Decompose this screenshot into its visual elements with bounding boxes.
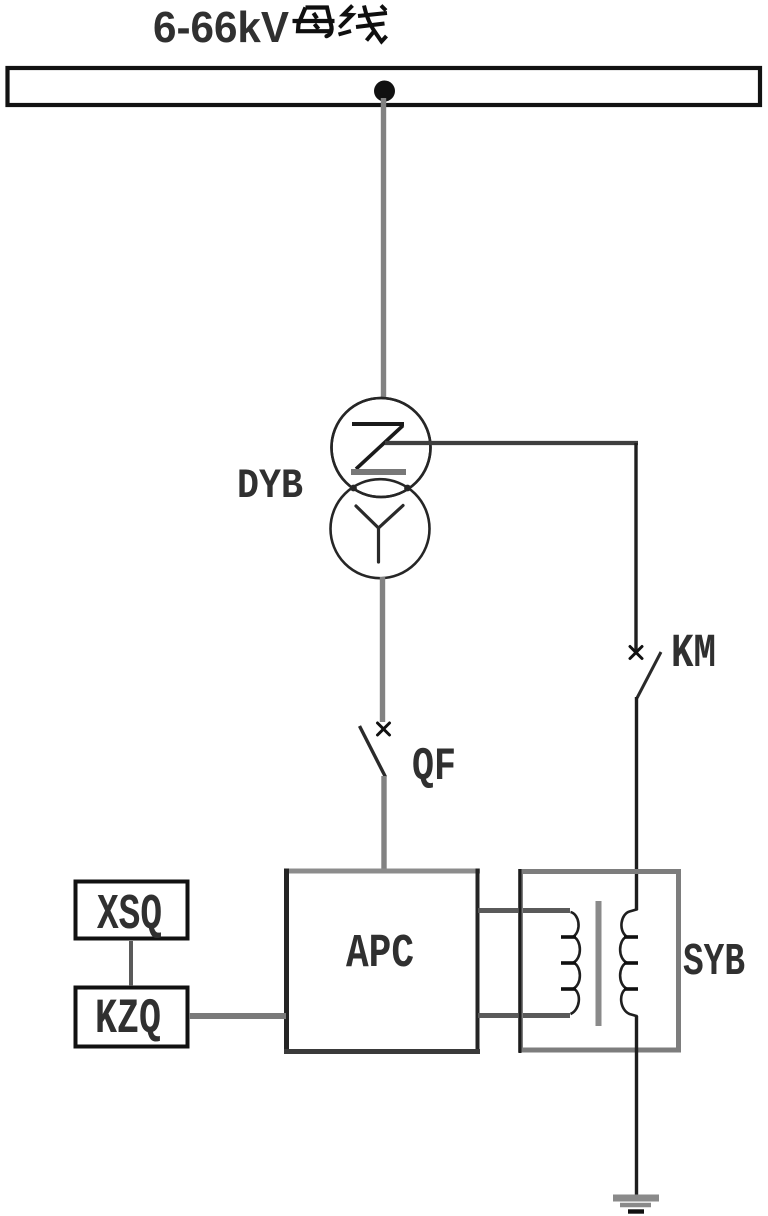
svg-text:SYB: SYB <box>683 937 745 988</box>
svg-text:KM: KM <box>671 628 716 681</box>
svg-text:XSQ: XSQ <box>97 887 162 944</box>
svg-text:DYB: DYB <box>237 462 303 510</box>
svg-text:KZQ: KZQ <box>95 991 161 1047</box>
svg-text:6-66kV: 6-66kV <box>153 3 290 52</box>
svg-text:QF: QF <box>412 741 456 793</box>
svg-text:APC: APC <box>346 928 414 981</box>
